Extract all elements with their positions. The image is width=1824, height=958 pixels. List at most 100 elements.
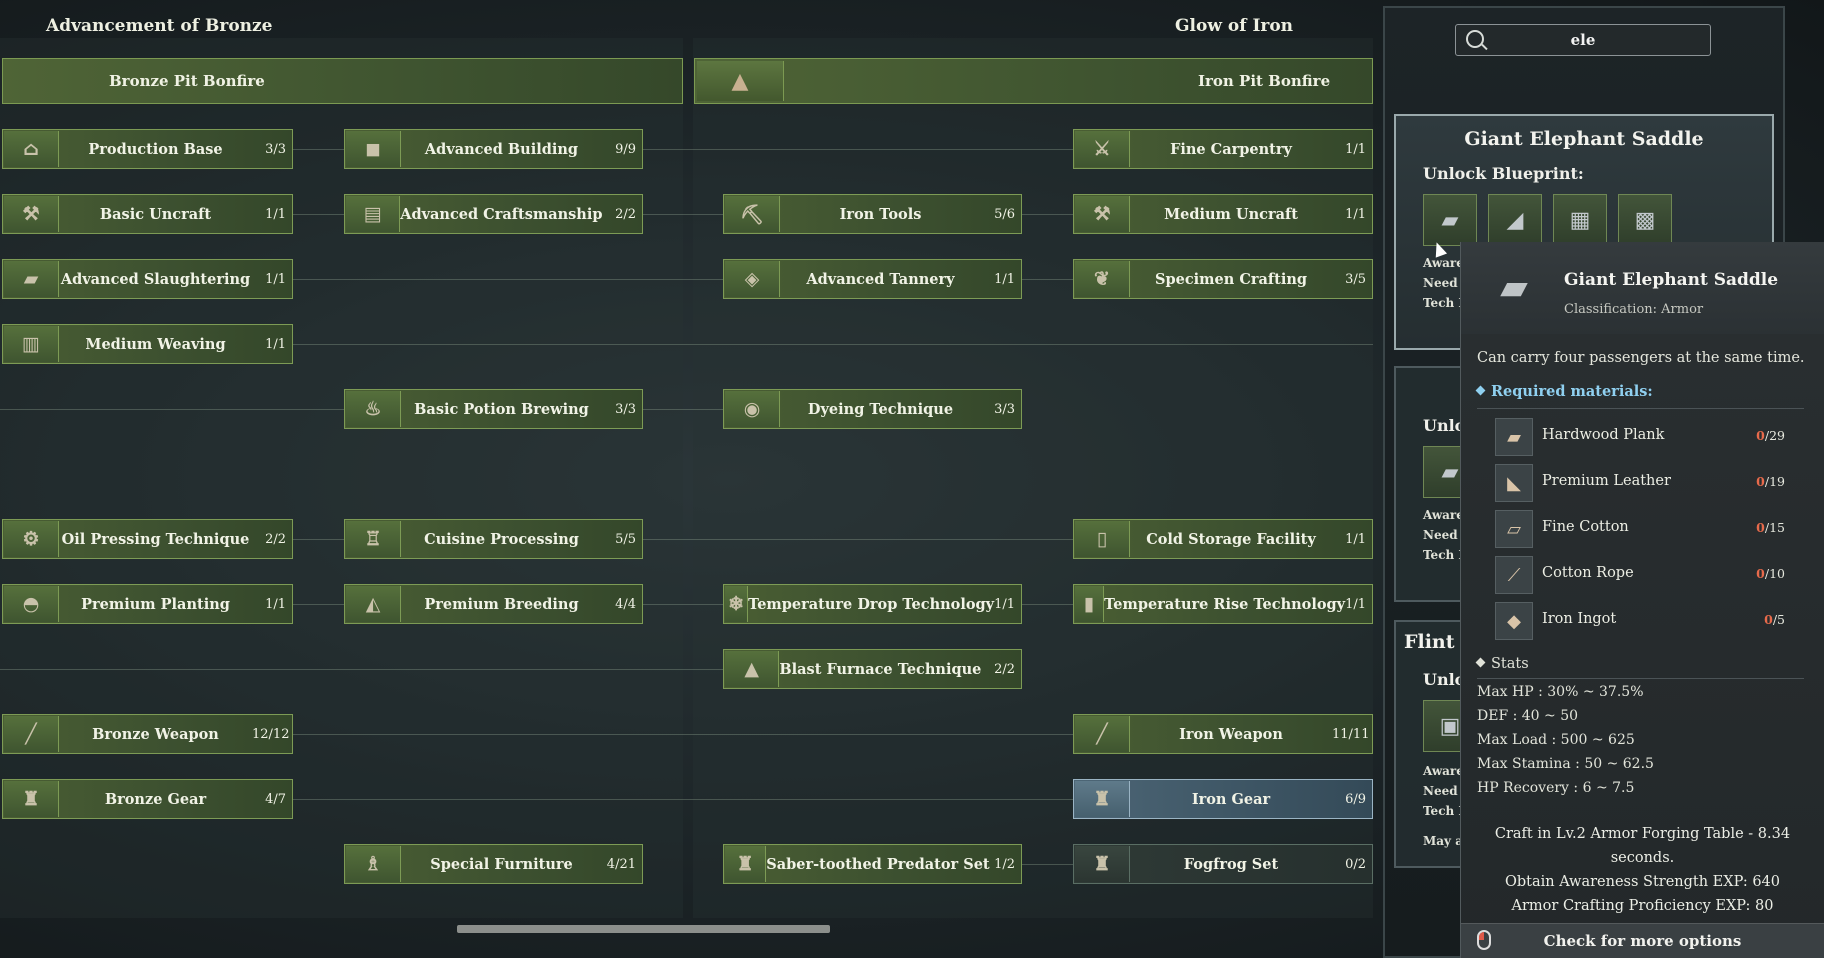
iron-pit-bonfire[interactable]: ▲ Iron Pit Bonfire (694, 58, 1373, 104)
node-name: Saber-toothed Predator Set (766, 855, 990, 873)
node-name: Cold Storage Facility (1146, 530, 1316, 548)
tent-icon: ⌂ (4, 131, 59, 167)
bonfire-label: Bronze Pit Bonfire (109, 72, 265, 90)
tech-node-bronze-weapon[interactable]: ╱ Bronze Weapon 12/12 (2, 714, 293, 754)
blueprint-howdah-icon[interactable]: ▦ (1553, 194, 1607, 246)
statue-icon: ♗ (346, 846, 401, 882)
card-info-line: Tech P (1423, 296, 1468, 310)
armor-icon: ♜ (4, 781, 59, 817)
tech-node-specimen-crafting[interactable]: ❦ Specimen Crafting 3/5 (1073, 259, 1373, 299)
node-count: 4/7 (265, 791, 286, 807)
node-count: 1/1 (994, 271, 1015, 287)
bonfire-label: Iron Pit Bonfire (1198, 72, 1331, 90)
card-info-line: Aware (1423, 256, 1464, 270)
material-have: 0 (1756, 428, 1765, 443)
horizontal-scrollbar[interactable] (457, 925, 830, 933)
node-count: 1/1 (265, 596, 286, 612)
tech-node-cuisine-processing[interactable]: ♖ Cuisine Processing 5/5 (344, 519, 643, 559)
bonfire-icon: ▲ (697, 61, 784, 101)
card-info-line: Aware (1423, 508, 1464, 522)
node-count: 1/1 (994, 596, 1015, 612)
card-info-line: Tech P (1423, 548, 1468, 562)
tech-node-production-base[interactable]: ⌂ Production Base 3/3 (2, 129, 293, 169)
tech-node-fogfrog-set[interactable]: ♜ Fogfrog Set 0/2 (1073, 844, 1373, 884)
node-count: 3/5 (1345, 271, 1366, 287)
material-row: ▰ Hardwood Plank 0/29 (1495, 417, 1785, 457)
card-title: Giant Elephant Saddle (1464, 128, 1704, 150)
node-name: Fine Carpentry (1170, 140, 1292, 158)
tech-node-iron-weapon[interactable]: ╱ Iron Weapon 11/11 (1073, 714, 1373, 754)
blueprint-fence-icon[interactable]: ▩ (1618, 194, 1672, 246)
tech-node-fine-carpentry[interactable]: ⚔ Fine Carpentry 1/1 (1073, 129, 1373, 169)
material-need: /5 (1772, 612, 1785, 627)
tech-node-iron-tools[interactable]: ⛏ Iron Tools 5/6 (723, 194, 1022, 234)
tech-node-premium-planting[interactable]: ◓ Premium Planting 1/1 (2, 584, 293, 624)
tech-node-dyeing-technique[interactable]: ◉ Dyeing Technique 3/3 (723, 389, 1022, 429)
node-count: 1/1 (1345, 141, 1366, 157)
tooltip-description: Can carry four passengers at the same ti… (1477, 350, 1805, 366)
node-name: Basic Potion Brewing (414, 400, 589, 418)
node-count: 1/1 (265, 206, 286, 222)
node-count: 6/9 (1345, 791, 1366, 807)
node-count: 4/21 (606, 856, 636, 872)
tech-node-advanced-craftsmanship[interactable]: ▤ Advanced Craftsmanship 2/2 (344, 194, 643, 234)
tech-node-advanced-tannery[interactable]: ◈ Advanced Tannery 1/1 (723, 259, 1022, 299)
diamond-icon (1475, 385, 1486, 396)
blueprint-wing-icon[interactable]: ◢ (1488, 194, 1542, 246)
bronze-era-title: Advancement of Bronze (46, 16, 273, 36)
node-name: Dyeing Technique (807, 400, 954, 418)
material-name: Hardwood Plank (1542, 427, 1665, 443)
node-name: Specimen Crafting (1154, 270, 1308, 288)
tech-node-advanced-slaughtering[interactable]: ▰ Advanced Slaughtering 1/1 (2, 259, 293, 299)
spear-icon: ╱ (1075, 716, 1130, 752)
loom-icon: ▥ (4, 326, 59, 362)
tech-node-basic-uncraft[interactable]: ⚒ Basic Uncraft 1/1 (2, 194, 293, 234)
node-name: Special Furniture (430, 855, 573, 873)
tech-node-medium-uncraft[interactable]: ⚒ Medium Uncraft 1/1 (1073, 194, 1373, 234)
blueprint-saddle-icon[interactable]: ▰ (1423, 194, 1477, 246)
tech-node-bronze-gear[interactable]: ♜ Bronze Gear 4/7 (2, 779, 293, 819)
material-count: 0/10 (1756, 566, 1785, 581)
tech-node-special-furniture[interactable]: ♗ Special Furniture 4/21 (344, 844, 643, 884)
pickaxe-icon: ⛏ (725, 196, 780, 232)
tech-node-blast-furnace[interactable]: ▲ Blast Furnace Technique 2/2 (723, 649, 1022, 689)
node-count: 11/11 (1332, 726, 1370, 742)
saddle-icon: ▰ (1500, 266, 1528, 308)
node-count: 5/5 (615, 531, 636, 547)
more-options-footer[interactable]: Check for more options (1461, 923, 1824, 958)
block-icon: ◼ (346, 131, 401, 167)
stat-line: Max HP : 30% ~ 37.5% (1477, 684, 1644, 700)
saw-icon: ⚔ (1075, 131, 1130, 167)
tech-node-temperature-drop[interactable]: ❄ Temperature Drop Technology 1/1 (723, 584, 1022, 624)
cauldron-icon: ♨ (346, 391, 401, 427)
material-row: ▱ Fine Cotton 0/15 (1495, 509, 1785, 549)
material-name: Iron Ingot (1542, 611, 1617, 627)
armor-icon: ♜ (1075, 781, 1130, 817)
material-count: 0/5 (1764, 612, 1785, 627)
tech-node-medium-weaving[interactable]: ▥ Medium Weaving 1/1 (2, 324, 293, 364)
bronze-pit-bonfire[interactable]: Bronze Pit Bonfire (2, 58, 683, 104)
leather-icon: ◣ (1495, 464, 1533, 502)
required-materials-heading: Required materials: (1475, 383, 1653, 400)
tech-node-temperature-rise[interactable]: ▮ Temperature Rise Technology 1/1 (1073, 584, 1373, 624)
node-name: Iron Tools (839, 205, 922, 223)
tech-node-advanced-building[interactable]: ◼ Advanced Building 9/9 (344, 129, 643, 169)
material-count: 0/15 (1756, 520, 1785, 535)
tech-node-saber-toothed-set[interactable]: ♜ Saber-toothed Predator Set 1/2 (723, 844, 1022, 884)
plank-icon: ▰ (1495, 418, 1533, 456)
search-input[interactable]: ele (1455, 24, 1711, 56)
card-info-line: Aware (1423, 764, 1464, 778)
craft-line: Craft in Lv.2 Armor Forging Table - 8.34 (1494, 826, 1791, 842)
node-name: Iron Weapon (1179, 725, 1283, 743)
tech-node-basic-potion-brewing[interactable]: ♨ Basic Potion Brewing 3/3 (344, 389, 643, 429)
tech-node-premium-breeding[interactable]: ◭ Premium Breeding 4/4 (344, 584, 643, 624)
hammer-icon: ⚒ (4, 196, 59, 232)
tech-node-oil-pressing[interactable]: ⚙ Oil Pressing Technique 2/2 (2, 519, 293, 559)
craft-line: Armor Crafting Proficiency EXP: 80 (1511, 898, 1774, 914)
tech-node-iron-gear[interactable]: ♜ Iron Gear 6/9 (1073, 779, 1373, 819)
node-name: Oil Pressing Technique (61, 530, 250, 548)
rope-icon: ⟋ (1495, 556, 1533, 594)
material-name: Premium Leather (1542, 473, 1671, 489)
tech-node-cold-storage[interactable]: ▯ Cold Storage Facility 1/1 (1073, 519, 1373, 559)
stat-line: Max Load : 500 ~ 625 (1477, 732, 1635, 748)
